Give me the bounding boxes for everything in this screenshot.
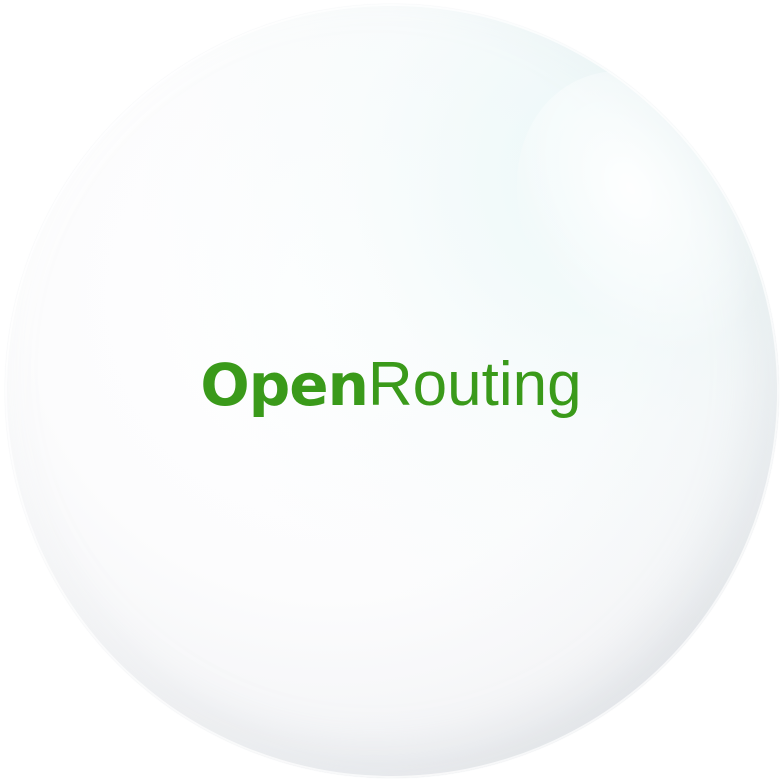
glossy-sphere <box>5 4 779 778</box>
openrouting-logo: OpenRouting <box>0 345 782 425</box>
logo-text-open: Open <box>200 351 368 419</box>
logo-text-routing: Routing <box>367 350 582 419</box>
